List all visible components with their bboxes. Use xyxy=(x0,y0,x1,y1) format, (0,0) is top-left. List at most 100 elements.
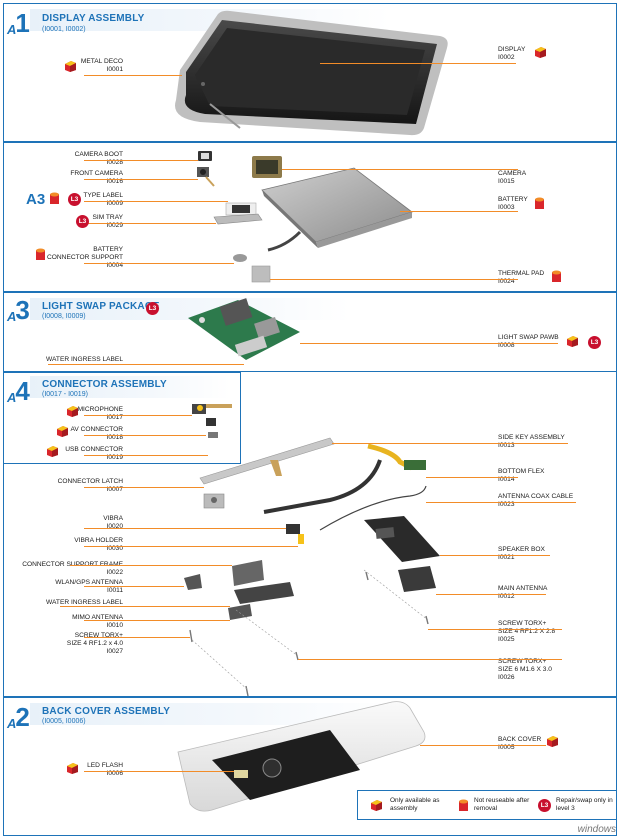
section-a2-subtitle: (I0005, I0006) xyxy=(42,718,86,725)
thermal-pad-illustration xyxy=(251,265,271,283)
assembly-cube-icon xyxy=(47,446,58,457)
assembly-cube-icon xyxy=(371,800,382,811)
label-sim-tray: SIM TRAY I0029 xyxy=(92,214,123,229)
label-connector-latch: CONNECTOR LATCH I0007 xyxy=(57,478,123,493)
label-connector-support-frame: CONNECTOR SUPPORT FRAME I0022 xyxy=(22,561,123,576)
label-antenna-coax-cable: ANTENNA COAX CABLE I0023 xyxy=(498,493,574,508)
label-type-label: TYPE LABEL I0009 xyxy=(83,192,123,207)
leader-type-label xyxy=(84,201,228,202)
not-reusable-cylinder-icon xyxy=(535,197,544,209)
leader-screw-torx-28 xyxy=(428,629,562,630)
section-a3-title-band xyxy=(30,298,350,320)
legend-repair-swap-text: Repair/swap only in level 3 xyxy=(556,797,613,812)
leader-battery xyxy=(400,211,518,212)
main-antenna-illustration xyxy=(398,566,436,592)
light-swap-pawb-illustration xyxy=(188,298,300,360)
assembly-cube-icon xyxy=(67,406,78,417)
leader-bottom-flex xyxy=(426,477,518,478)
assembly-cube-icon xyxy=(547,736,558,747)
section-a4-title-band xyxy=(30,376,230,398)
label-water-ingress-a3: WATER INGRESS LABEL xyxy=(46,356,123,363)
leader-battery-connector-support xyxy=(84,263,234,264)
label-vibra-holder: VIBRA HOLDER I0030 xyxy=(74,537,123,552)
section-a1-title: DISPLAY ASSEMBLY xyxy=(42,13,145,24)
label-camera-boot: CAMERA BOOT I0028 xyxy=(74,151,123,166)
label-bottom-flex: BOTTOM FLEX I0014 xyxy=(498,468,545,483)
leader-connector-latch xyxy=(84,487,204,488)
section-display-assembly xyxy=(3,3,617,142)
label-av-connector: AV CONNECTOR I0018 xyxy=(70,426,123,441)
leader-screw-torx-4 xyxy=(84,637,190,638)
screws-illustration xyxy=(189,571,429,697)
watermark: windows xyxy=(577,824,616,835)
section-a3-subtitle: (I0008, I0009) xyxy=(42,313,86,320)
section-a1-subtitle: (I0001, I0002) xyxy=(42,26,86,33)
not-reusable-cylinder-icon xyxy=(552,270,561,282)
section-a4-subtitle: (I0017 - I0019) xyxy=(42,391,88,398)
leader-wlan-gps-antenna xyxy=(84,586,184,587)
leader-antenna-coax-cable xyxy=(426,502,576,503)
battery-connector-support-illustration xyxy=(233,254,247,262)
section-a2-badge: A 2 xyxy=(7,702,30,732)
label-microphone: MICROPHONE I0017 xyxy=(77,406,123,421)
leader-side-key-assembly xyxy=(332,443,568,444)
leader-microphone xyxy=(84,415,192,416)
connector-assembly-illustration xyxy=(192,404,232,438)
leader-speaker-box xyxy=(440,555,550,556)
leader-main-antenna xyxy=(436,594,546,595)
label-water-ingress: WATER INGRESS LABEL xyxy=(46,599,123,606)
l3-badge: L3 xyxy=(68,193,81,206)
assembly-cube-icon xyxy=(567,336,578,347)
wlan-gps-antenna-illustration xyxy=(184,574,202,590)
camera-boot-illustration xyxy=(198,151,212,161)
assembly-guides xyxy=(191,569,429,691)
not-reusable-cylinder-icon xyxy=(459,799,468,811)
assembly-cube-icon xyxy=(535,47,546,58)
section-a4-badge: A 4 xyxy=(7,376,30,406)
leader-front-camera xyxy=(84,179,198,180)
leader-camera-boot xyxy=(84,160,198,161)
not-reusable-cylinder-icon xyxy=(50,192,59,204)
connector-support-frame-illustration xyxy=(232,560,294,604)
l3-badge: L3 xyxy=(588,336,601,349)
assembly-cube-icon xyxy=(65,61,76,72)
section-back-cover-assembly xyxy=(3,697,617,836)
side-key-assembly-illustration xyxy=(199,437,335,485)
mimo-antenna-illustration xyxy=(228,604,252,620)
section-a2-title: BACK COVER ASSEMBLY xyxy=(42,706,171,717)
legend-assembly-text: Only available as assembly xyxy=(390,797,440,812)
front-camera-illustration xyxy=(197,167,215,187)
label-battery: BATTERY I0003 xyxy=(498,196,528,211)
assembly-cube-icon xyxy=(57,426,68,437)
label-side-key-assembly: SIDE KEY ASSEMBLY I0013 xyxy=(498,434,565,449)
leader-vibra xyxy=(84,528,286,529)
leader-screw-torx-6 xyxy=(298,659,562,660)
label-battery-connector-support: BATTERY CONNECTOR SUPPORT I0004 xyxy=(47,246,123,269)
label-camera: CAMERA I0015 xyxy=(498,170,527,185)
label-screw-torx-6: SCREW TORX+ SIZE 6 M1.6 X 3.0 I0026 xyxy=(498,658,552,681)
leader-camera xyxy=(282,169,518,170)
leader-thermal-pad xyxy=(270,279,518,280)
leader-display xyxy=(320,63,516,64)
leader-sim-tray xyxy=(84,223,216,224)
label-metal-deco: METAL DECO I0001 xyxy=(80,58,123,73)
sim-tray-illustration xyxy=(213,213,263,225)
section-a1-badge: A 1 xyxy=(7,8,30,38)
leader-mimo-antenna xyxy=(84,620,230,621)
leader-vibra-holder xyxy=(84,546,298,547)
section-components-bottom xyxy=(3,372,617,697)
label-thermal-pad: THERMAL PAD I0024 xyxy=(498,270,545,285)
label-speaker-box: SPEAKER BOX I0021 xyxy=(498,546,545,561)
leader-water-ingress xyxy=(60,606,230,607)
label-wlan-gps-antenna: WLAN/GPS ANTENNA I0011 xyxy=(55,579,123,594)
legend-not-reusable-text: Not reuseable after removal xyxy=(474,797,530,812)
section-a2-title-band xyxy=(30,703,390,725)
label-led-flash: LED FLASH I0006 xyxy=(87,762,123,777)
type-label-illustration xyxy=(225,202,257,216)
label-front-camera: FRONT CAMERA I0016 xyxy=(70,170,123,185)
section-a4-title: CONNECTOR ASSEMBLY xyxy=(42,379,167,390)
l3-badge: L3 xyxy=(146,302,159,315)
not-reusable-cylinder-icon xyxy=(36,248,45,260)
leader-water-ingress-a3 xyxy=(48,364,244,365)
